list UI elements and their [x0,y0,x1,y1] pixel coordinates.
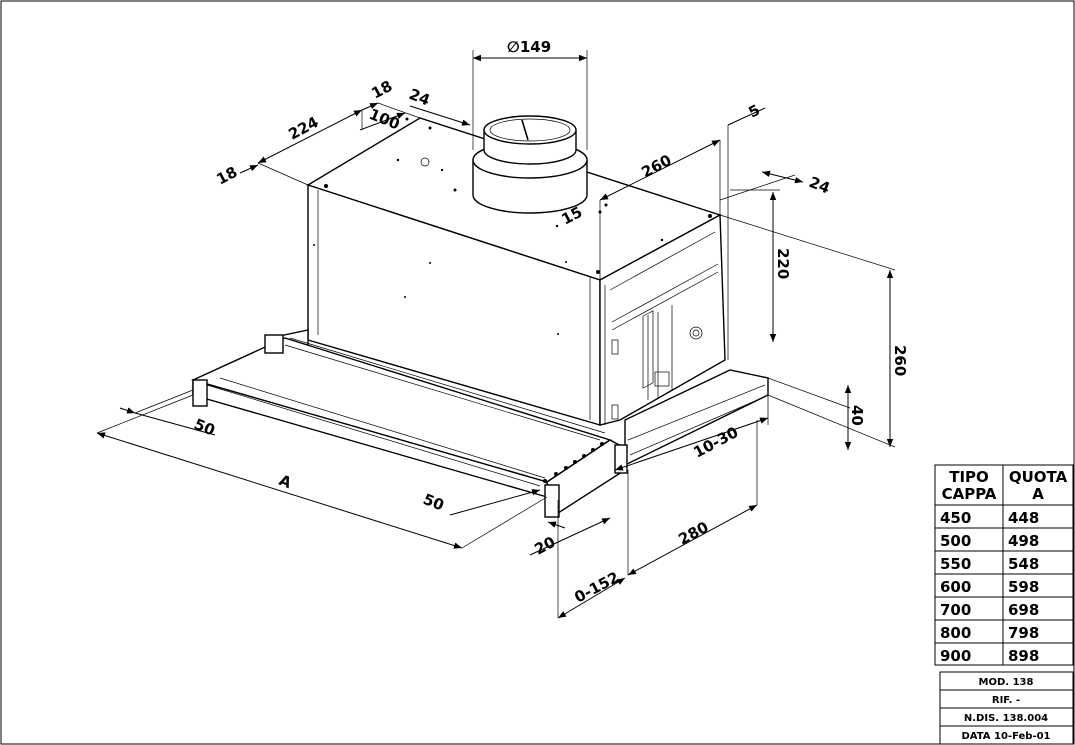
title-rif: RIF. - [992,695,1020,706]
dim-18-left: 18 [213,163,240,189]
table-cell: 600 [940,578,971,596]
title-mod: MOD. 138 [979,677,1034,688]
table-cell: 900 [940,647,971,665]
table-cell: 498 [1008,532,1039,550]
title-ndis: N.DIS. 138.004 [964,713,1048,724]
hood-body [306,117,726,426]
dim-0-152: 0-152 [571,568,622,606]
dim-50-front: 50 [421,490,447,515]
dim-5: 5 [745,101,763,122]
dim-260-right: 260 [891,345,909,376]
header-a: A [1032,485,1044,503]
dim-224: 224 [285,113,321,144]
table-cell: 798 [1008,624,1039,642]
table-cell: 548 [1008,555,1039,573]
dim-40: 40 [848,405,866,426]
dim-280: 280 [675,518,711,549]
table-cell: 700 [940,601,971,619]
title-block: MOD. 138 RIF. - N.DIS. 138.004 DATA 10-F… [939,671,1074,745]
table-cell: 550 [940,555,971,573]
table-cell: 500 [940,532,971,550]
dim-220: 220 [774,248,792,279]
table-cell: 598 [1008,578,1039,596]
dim-24-right: 24 [807,173,833,198]
table-cell: 450 [940,509,971,527]
title-data: DATA 10-Feb-01 [961,731,1050,742]
dim-18-top: 18 [368,77,395,103]
duct-collar [472,115,588,214]
dimension-lines [96,50,896,619]
dim-260-top: 260 [638,151,674,182]
header-cappa: CAPPA [942,485,997,503]
table-cell: 898 [1008,647,1039,665]
dim-A: A [277,471,295,492]
header-quota: QUOTA [1009,468,1068,486]
dim-duct-diameter: ∅149 [507,38,551,56]
table-cell: 698 [1008,601,1039,619]
dim-20: 20 [531,533,558,559]
header-tipo: TIPO [949,468,989,486]
dim-50-left: 50 [192,415,218,440]
table-cell: 800 [940,624,971,642]
table-cell: 448 [1008,509,1039,527]
dim-100: 100 [367,105,403,133]
size-table: TIPO CAPPA QUOTA A 450 448 500 498 550 5… [934,464,1074,666]
